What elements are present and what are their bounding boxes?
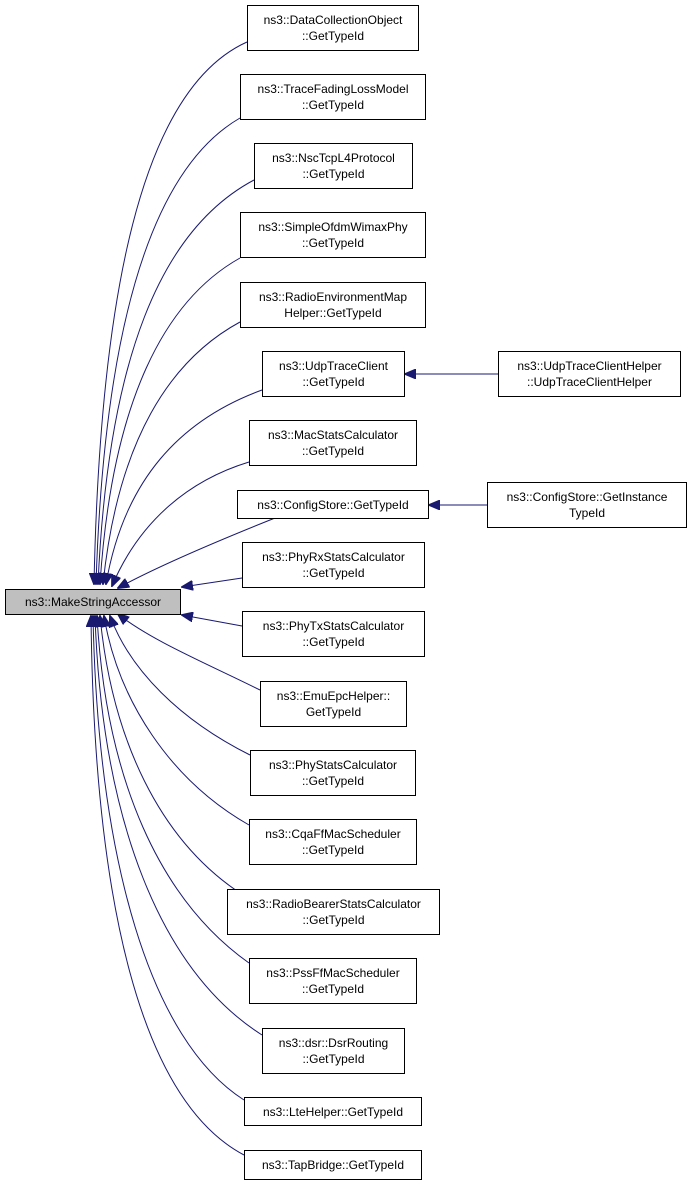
node-cqaffmacscheduler[interactable]: ns3::CqaFfMacScheduler ::GetTypeId (249, 819, 417, 865)
node-label-line2: ::GetTypeId (301, 98, 365, 112)
node-tapbridge[interactable]: ns3::TapBridge::GetTypeId (244, 1150, 422, 1180)
node-label-line2: ::GetTypeId (301, 843, 365, 857)
node-label-line2: ::GetTypeId (302, 167, 365, 181)
node-nsctcpl4protocol[interactable]: ns3::NscTcpL4Protocol ::GetTypeId (254, 143, 413, 189)
edge-phytxstatscalculator (182, 615, 243, 627)
node-label-line2: ::GetTypeId (301, 774, 365, 788)
node-label-line2: ::GetTypeId (301, 444, 365, 458)
edge-phystatscalculator (110, 616, 251, 756)
node-label-line1: ns3::PhyRxStatsCalculator (262, 550, 405, 564)
node-tracefadinglossmodel[interactable]: ns3::TraceFadingLossModel ::GetTypeId (240, 74, 426, 120)
node-label-line1: ns3::UdpTraceClient (279, 359, 388, 373)
node-label-line1: ns3::UdpTraceClientHelper (517, 359, 662, 373)
node-label-line2: ::GetTypeId (302, 566, 365, 580)
node-label-line1: ns3::SimpleOfdmWimaxPhy (258, 220, 408, 234)
node-label-line1: ns3::PhyStatsCalculator (268, 758, 398, 772)
node-emuepchelper[interactable]: ns3::EmuEpcHelper:: GetTypeId (260, 681, 407, 727)
node-label-line2: TypeId (568, 506, 606, 520)
node-label-line1: ns3::ConfigStore::GetInstance (506, 490, 668, 504)
root-node-makestringaccessor: ns3::MakeStringAccessor (5, 589, 181, 615)
node-label-line2: ::GetTypeId (302, 1052, 365, 1066)
edge-emuepchelper (118, 614, 261, 691)
node-configstore-getinstancetypeid[interactable]: ns3::ConfigStore::GetInstance TypeId (487, 482, 687, 528)
node-label-line1: ns3::RadioBearerStatsCalculator (246, 897, 421, 911)
node-radiobearerstatscalculator[interactable]: ns3::RadioBearerStatsCalculator ::GetTyp… (227, 889, 440, 935)
node-configstore[interactable]: ns3::ConfigStore::GetTypeId (237, 490, 429, 519)
edge-dsrrouting (95, 616, 263, 1036)
node-phystatscalculator[interactable]: ns3::PhyStatsCalculator ::GetTypeId (250, 750, 416, 796)
node-label-line2: ::GetTypeId (301, 982, 365, 996)
edge-udptraceclient (106, 389, 263, 584)
edge-phyrxstatscalculator (182, 577, 243, 587)
node-label-line1: ns3::PhyTxStatsCalculator (262, 619, 405, 633)
node-label-line2: GetTypeId (305, 705, 362, 719)
node-label-line1: ns3::TapBridge::GetTypeId (261, 1158, 405, 1172)
edge-ltehelper (93, 616, 245, 1101)
edge-cqaffmacscheduler (104, 616, 250, 826)
node-phyrxstatscalculator[interactable]: ns3::PhyRxStatsCalculator ::GetTypeId (242, 542, 425, 588)
edge-tracefadinglossmodel (96, 117, 241, 584)
edge-radioenvironmentmaphelper (103, 321, 241, 584)
edge-simpleofdmwimaxphy (100, 257, 241, 584)
node-label-line1: ns3::dsr::DsrRouting (278, 1036, 389, 1050)
node-label-line1: ns3::DataCollectionObject (263, 13, 403, 27)
node-udptraceclient[interactable]: ns3::UdpTraceClient ::GetTypeId (262, 351, 405, 397)
node-simpleofdmwimaxphy[interactable]: ns3::SimpleOfdmWimaxPhy ::GetTypeId (240, 212, 426, 258)
node-label-line1: ns3::LteHelper::GetTypeId (262, 1104, 404, 1119)
node-label-line1: ns3::RadioEnvironmentMap (258, 290, 408, 304)
node-label-line2: ::GetTypeId (302, 635, 365, 649)
node-label-line2: ::GetTypeId (302, 913, 365, 927)
node-label-line1: ns3::CqaFfMacScheduler (265, 827, 401, 841)
node-label-line1: ns3::PssFfMacScheduler (266, 966, 400, 980)
node-label-line1: ns3::TraceFadingLossModel (257, 82, 409, 96)
root-node-label: ns3::MakeStringAccessor (24, 595, 162, 609)
node-label-line2: ::GetTypeId (302, 375, 365, 389)
node-label-line2: ::GetTypeId (301, 236, 365, 250)
edge-nsctcpl4protocol (98, 179, 255, 584)
node-udptraceclienthelper[interactable]: ns3::UdpTraceClientHelper ::UdpTraceClie… (498, 351, 681, 397)
edge-tapbridge (91, 616, 245, 1156)
edge-datacollectionobject (94, 41, 248, 584)
edge-configstore (118, 517, 276, 588)
node-radioenvironmentmaphelper[interactable]: ns3::RadioEnvironmentMap Helper::GetType… (240, 282, 426, 328)
node-label-line2: Helper::GetTypeId (284, 306, 382, 320)
node-ltehelper[interactable]: ns3::LteHelper::GetTypeId (244, 1097, 422, 1126)
node-macstatscalculator[interactable]: ns3::MacStatsCalculator ::GetTypeId (249, 420, 417, 466)
node-label-line2: ::UdpTraceClientHelper (527, 375, 652, 389)
node-label-line2: ::GetTypeId (301, 29, 365, 43)
edge-macstatscalculator (112, 461, 250, 586)
edge-radiobearerstatscalculator (100, 616, 241, 894)
node-label-line1: ns3::EmuEpcHelper:: (276, 689, 391, 703)
node-datacollectionobject[interactable]: ns3::DataCollectionObject ::GetTypeId (247, 5, 419, 51)
edge-pssffmacscheduler (97, 616, 250, 964)
node-label-line1: ns3::MacStatsCalculator (267, 428, 399, 442)
node-dsrrouting[interactable]: ns3::dsr::DsrRouting ::GetTypeId (262, 1028, 405, 1074)
node-label-line1: ns3::NscTcpL4Protocol (272, 151, 395, 165)
node-pssffmacscheduler[interactable]: ns3::PssFfMacScheduler ::GetTypeId (249, 958, 417, 1004)
node-label-line1: ns3::ConfigStore::GetTypeId (257, 497, 409, 512)
node-phytxstatscalculator[interactable]: ns3::PhyTxStatsCalculator ::GetTypeId (242, 611, 425, 657)
